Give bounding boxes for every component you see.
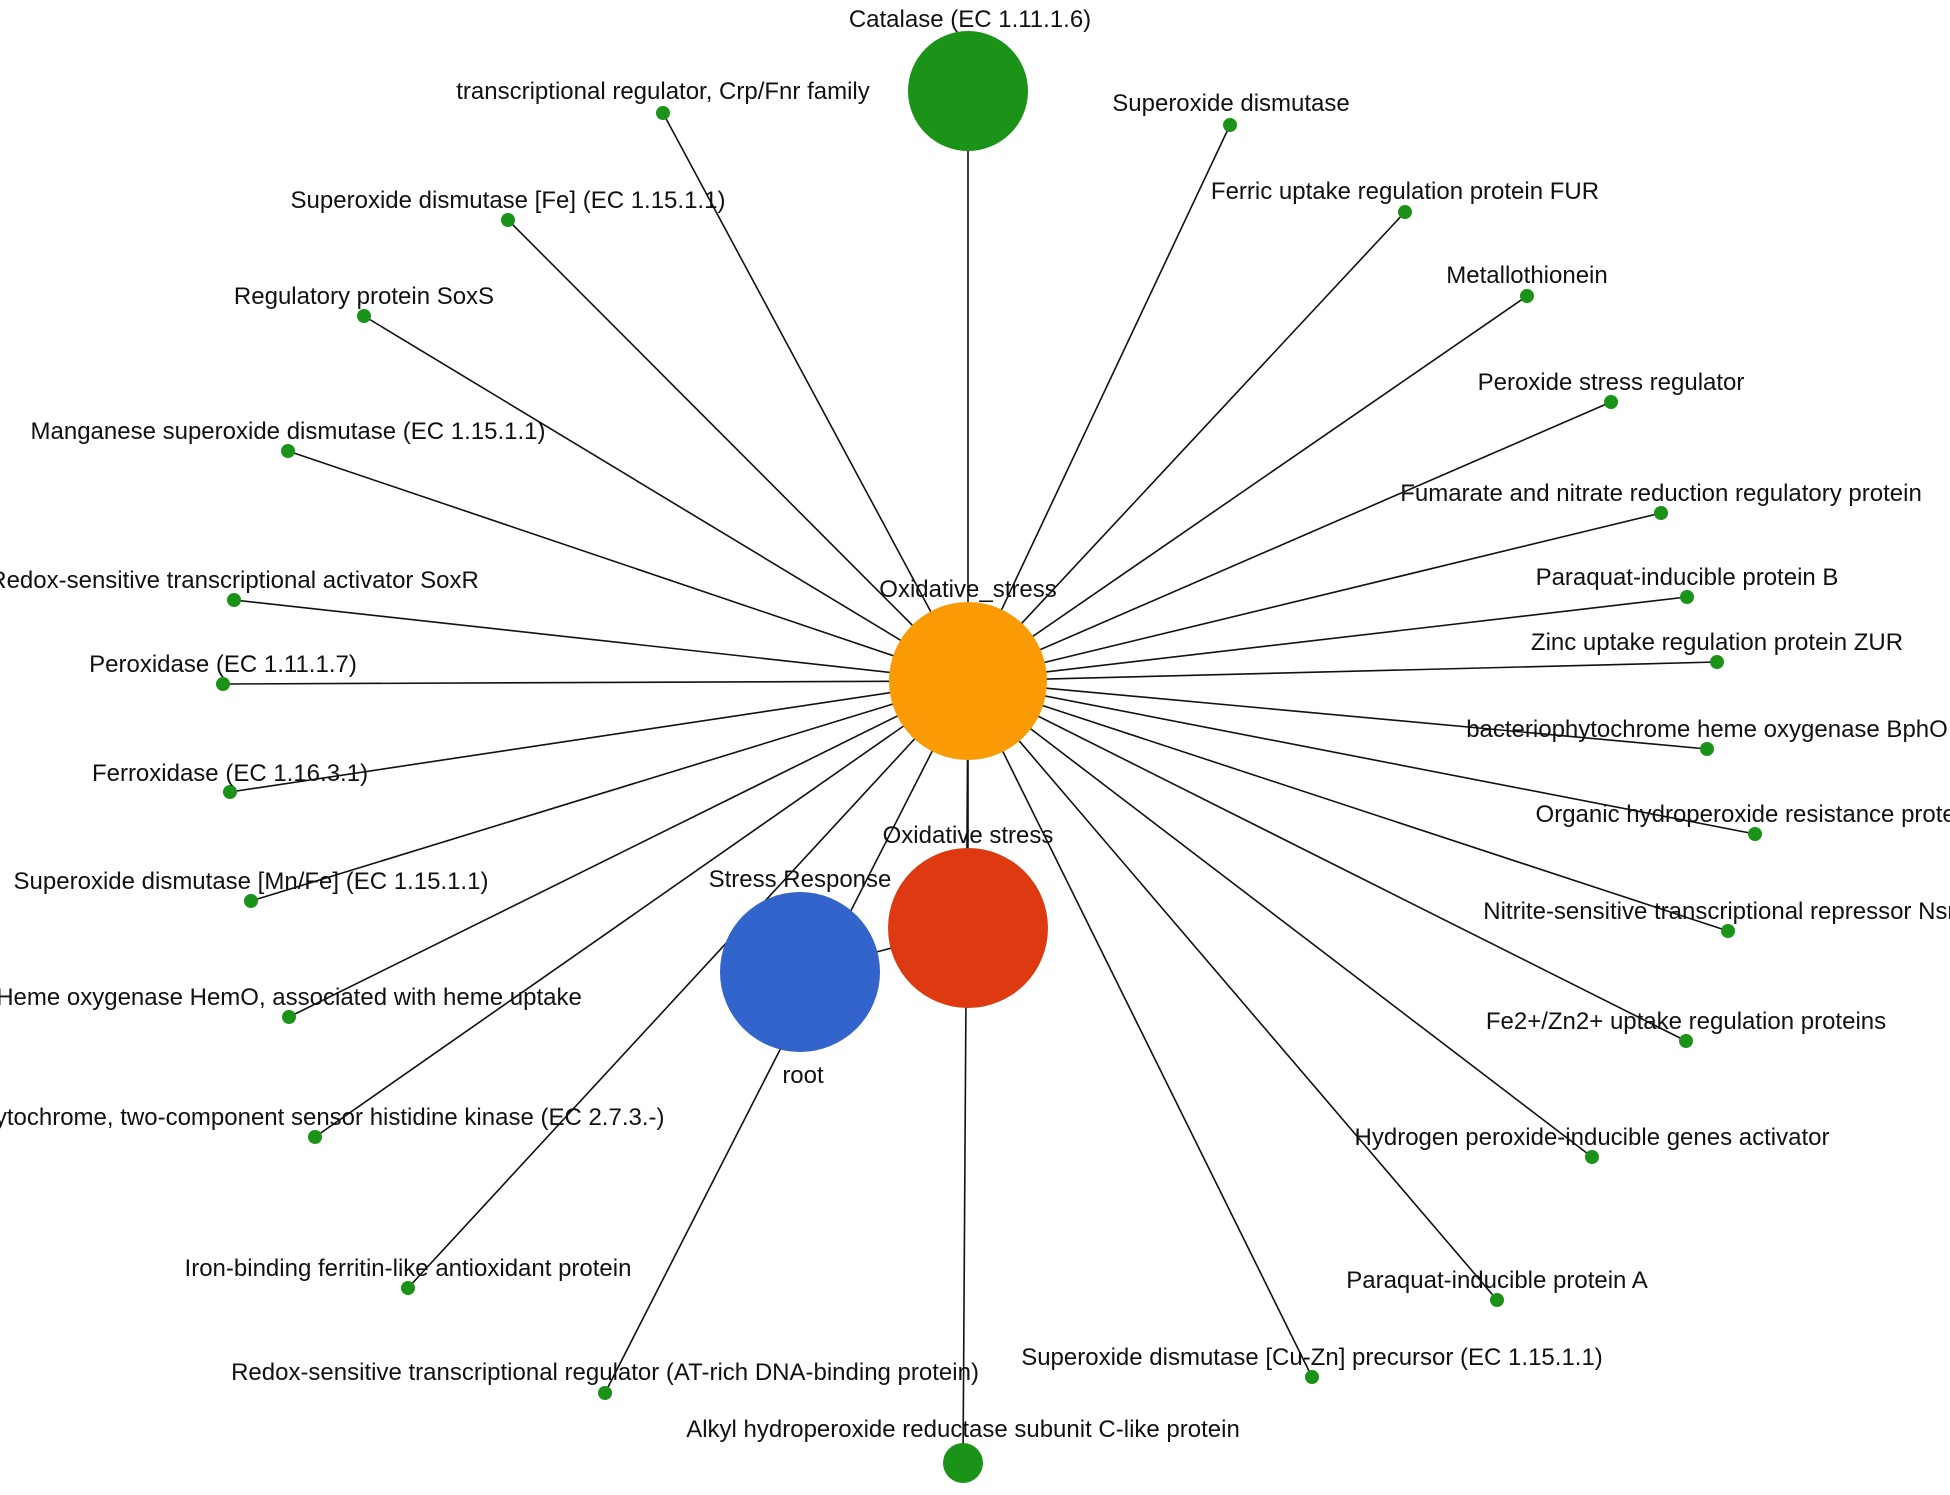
nodes-layer (216, 31, 1762, 1483)
node-bpho[interactable] (1700, 742, 1714, 756)
label-bpho: bacteriophytochrome heme oxygenase BphO (1466, 716, 1948, 743)
label-paraquat-a: Paraquat-inducible protein A (1346, 1267, 1648, 1294)
label-nsrr: Nitrite-sensitive transcriptional repres… (1483, 898, 1950, 925)
edge-peroxide-regulator (967, 401, 1612, 682)
node-metallothionein[interactable] (1520, 289, 1534, 303)
edge-hemo (288, 680, 969, 1018)
node-soxs[interactable] (357, 309, 371, 323)
label-crp-fnr: transcriptional regulator, Crp/Fnr famil… (456, 78, 869, 105)
node-sod-cuzn[interactable] (1305, 1370, 1319, 1384)
node-phytochrome[interactable] (308, 1130, 322, 1144)
edge-mn-sod (287, 450, 969, 682)
label-stress-response: Stress Response (709, 866, 892, 893)
label-oxidative-stress-category: Oxidative stress (883, 822, 1054, 849)
edge-nsrr (967, 680, 1729, 932)
node-sod-mnfe[interactable] (244, 894, 258, 908)
node-fe-zn-uptake[interactable] (1679, 1034, 1693, 1048)
edge-crp-fnr (662, 112, 969, 682)
node-catalase[interactable] (908, 31, 1028, 151)
node-sod[interactable] (1223, 118, 1237, 132)
node-peroxide-regulator[interactable] (1604, 395, 1618, 409)
edge-ahpc (962, 680, 969, 1464)
node-fnr[interactable] (1654, 506, 1668, 520)
edge-sod (967, 124, 1231, 682)
node-crp-fnr[interactable] (656, 106, 670, 120)
node-zur[interactable] (1710, 655, 1724, 669)
label-catalase: Catalase (EC 1.11.1.6) (849, 6, 1091, 33)
label-soxs: Regulatory protein SoxS (234, 283, 494, 310)
edge-ohr (967, 680, 1756, 835)
edges-layer (222, 91, 1756, 1464)
edge-fnr (967, 512, 1662, 682)
edge-soxr (233, 599, 969, 682)
node-sod-fe[interactable] (501, 213, 515, 227)
label-zur: Zinc uptake regulation protein ZUR (1531, 629, 1903, 656)
node-stress-response-root[interactable] (720, 892, 880, 1052)
node-fur[interactable] (1398, 205, 1412, 219)
edge-sod-cuzn (967, 680, 1313, 1378)
label-fe-zn-uptake: Fe2+/Zn2+ uptake regulation proteins (1486, 1008, 1886, 1035)
label-sod-mnfe: Superoxide dismutase [Mn/Fe] (EC 1.15.1.… (14, 868, 489, 895)
edge-soxs (363, 315, 969, 682)
label-peroxidase: Peroxidase (EC 1.11.1.7) (89, 651, 357, 678)
node-ferroxidase[interactable] (223, 785, 237, 799)
label-metallothionein: Metallothionein (1446, 262, 1607, 289)
label-sod-fe: Superoxide dismutase [Fe] (EC 1.15.1.1) (291, 187, 726, 214)
label-root: root (782, 1062, 824, 1089)
edge-peroxidase (222, 680, 969, 685)
label-ferritin: Iron-binding ferritin-like antioxidant p… (185, 1255, 632, 1282)
labels-layer: Catalase (EC 1.11.1.6) transcriptional re… (0, 6, 1950, 1443)
edge-metallothionein (967, 295, 1528, 682)
label-phytochrome: Phytochrome, two-component sensor histid… (0, 1104, 665, 1131)
label-peroxide-regulator: Peroxide stress regulator (1478, 369, 1745, 396)
edge-phytochrome (314, 680, 969, 1138)
node-paraquat-b[interactable] (1680, 590, 1694, 604)
node-oxyr[interactable] (1585, 1150, 1599, 1164)
node-oxidative-stress-category[interactable] (888, 848, 1048, 1008)
label-soxr: Redox-sensitive transcriptional activato… (0, 567, 479, 594)
label-mn-sod: Manganese superoxide dismutase (EC 1.15.… (31, 418, 546, 445)
label-hemo: Heme oxygenase HemO, associated with hem… (0, 984, 582, 1011)
label-ohr: Organic hydroperoxide resistance protein (1536, 801, 1950, 828)
label-fur: Ferric uptake regulation protein FUR (1211, 178, 1599, 205)
node-paraquat-a[interactable] (1490, 1293, 1504, 1307)
node-nsrr[interactable] (1721, 924, 1735, 938)
node-peroxidase[interactable] (216, 677, 230, 691)
label-at-rich: Redox-sensitive transcriptional regulato… (231, 1359, 979, 1386)
edge-zur (967, 661, 1718, 682)
edge-paraquat-a (967, 680, 1498, 1301)
label-fnr: Fumarate and nitrate reduction regulator… (1400, 480, 1922, 507)
label-paraquat-b: Paraquat-inducible protein B (1536, 564, 1839, 591)
node-mn-sod[interactable] (281, 444, 295, 458)
edge-oxyr (967, 680, 1593, 1158)
label-sod-cuzn: Superoxide dismutase [Cu-Zn] precursor (… (1021, 1344, 1603, 1371)
edge-sod-mnfe (250, 680, 969, 902)
edge-ferritin (407, 680, 969, 1289)
edge-ferroxidase (229, 680, 969, 793)
label-oxidative-stress-hub: Oxidative_stress (879, 576, 1056, 603)
node-oxidative-stress-hub[interactable] (889, 602, 1047, 760)
edge-bpho (967, 680, 1708, 750)
node-ohr[interactable] (1748, 827, 1762, 841)
edge-fe-zn-uptake (967, 680, 1687, 1042)
node-ferritin[interactable] (401, 1281, 415, 1295)
edge-paraquat-b (967, 596, 1688, 682)
node-hemo[interactable] (282, 1010, 296, 1024)
label-sod: Superoxide dismutase (1112, 90, 1349, 117)
edge-sod-fe (507, 219, 969, 682)
label-oxyr: Hydrogen peroxide-inducible genes activa… (1355, 1124, 1830, 1151)
label-ferroxidase: Ferroxidase (EC 1.16.3.1) (92, 760, 368, 787)
node-ahpc[interactable] (943, 1443, 983, 1483)
node-soxr[interactable] (227, 593, 241, 607)
edge-fur (967, 211, 1406, 682)
label-ahpc: Alkyl hydroperoxide reductase subunit C-… (686, 1416, 1240, 1443)
node-at-rich[interactable] (598, 1386, 612, 1400)
